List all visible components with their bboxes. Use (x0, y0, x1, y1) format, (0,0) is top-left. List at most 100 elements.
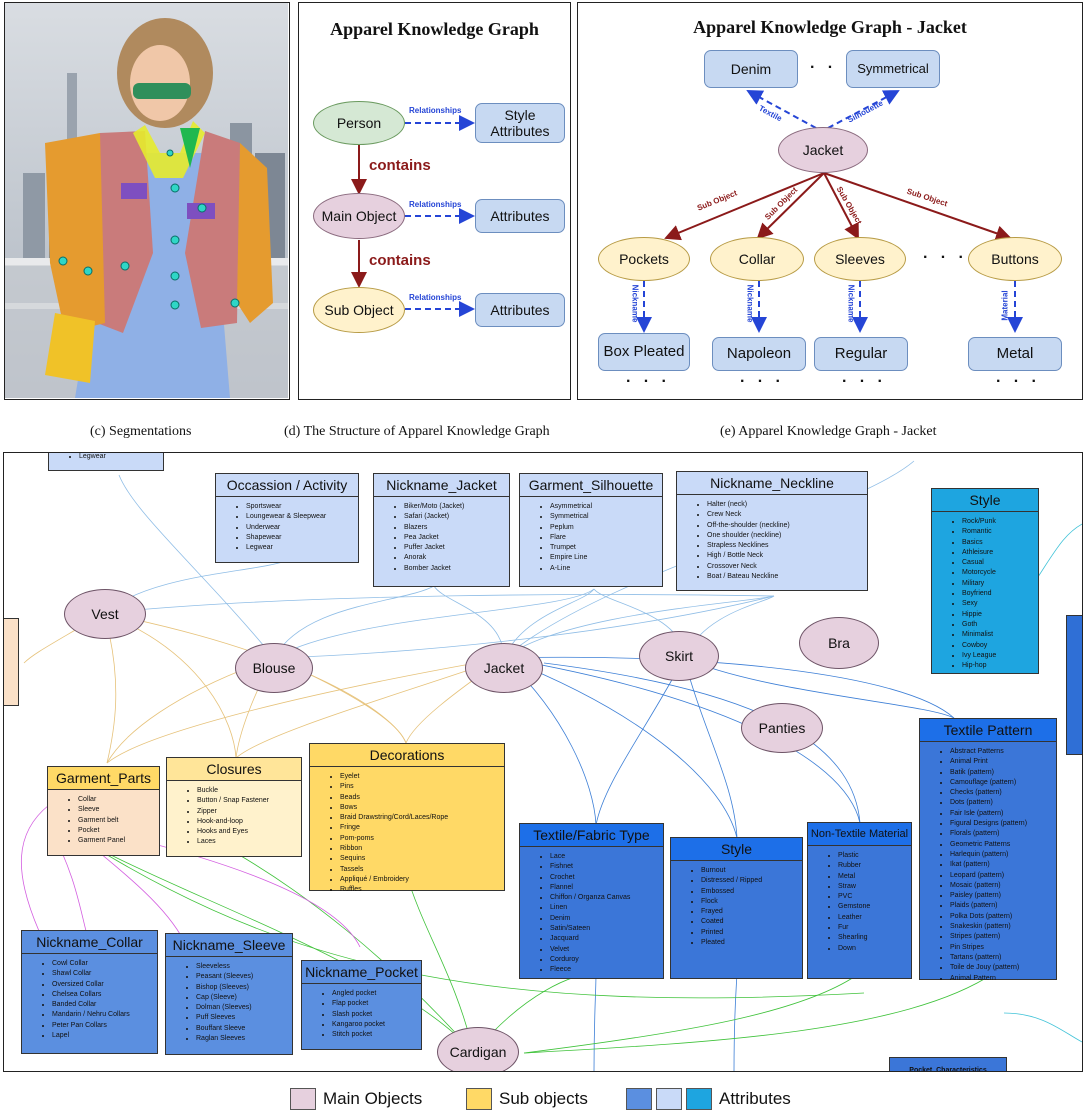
list-item: Linen (550, 903, 663, 913)
list-item: Trumpet (550, 543, 662, 553)
list-item: Garment belt (78, 816, 159, 826)
list-item: Ivy League (962, 651, 1038, 661)
list-item: Crochet (550, 873, 663, 883)
list-item: Banded Collar (52, 1000, 157, 1010)
list-item: Collar (78, 795, 159, 805)
list-item: Garment Panel (78, 836, 159, 846)
list-item: Peasant (Sleeves) (196, 972, 292, 982)
card-decorations-title: Decorations (310, 744, 504, 767)
card-nickname-sleeve: Nickname_Sleeve SleevelessPeasant (Sleev… (165, 933, 293, 1055)
list-item: Cowl Collar (52, 959, 157, 969)
list-item: Hippie (962, 610, 1038, 620)
list-item: Fishnet (550, 862, 663, 872)
main-object-panties: Panties (741, 703, 823, 753)
list-item: Pins (340, 782, 504, 792)
list-item: Frayed (701, 907, 802, 917)
list-item: Off-the-shoulder (neckline) (707, 521, 867, 531)
card-textile-pattern-list: Abstract PatternsAnimal PrintBatik (patt… (920, 747, 1056, 984)
list-item: Shearling (838, 933, 911, 943)
main-object-blouse: Blouse (235, 643, 313, 693)
node-jacket: Jacket (778, 127, 868, 173)
list-item: Casual (962, 558, 1038, 568)
card-textile-pattern-title: Textile Pattern (920, 719, 1056, 742)
structure-panel: Apparel Knowledge Graph Person Main Obje… (298, 2, 571, 400)
card-closures-title: Closures (167, 758, 301, 781)
card-nickname-neckline-title: Nickname_Neckline (677, 472, 867, 495)
card-closures-list: BuckleButton / Snap FastenerZipperHook-a… (167, 786, 301, 848)
list-item: Printed (701, 928, 802, 938)
legend-label-attr: Attributes (719, 1089, 791, 1108)
list-item: Eyelet (340, 772, 504, 782)
jacket-edges (636, 90, 1023, 333)
card-nickname-collar-list: Cowl CollarShawl CollarOversized CollarC… (22, 959, 157, 1041)
card-textile-fabric-type-list: LaceFishnetCrochetFlannelChiffon / Organ… (520, 852, 663, 976)
list-item: Underwear (246, 523, 358, 533)
list-item: Florals (pattern) (950, 829, 1056, 839)
ellipsis-b3: · · · (842, 373, 887, 390)
list-item: Camouflage (pattern) (950, 778, 1056, 788)
card-style-top-title: Style (932, 489, 1038, 512)
card-partial-right (1066, 615, 1082, 755)
list-item: Dolman (Sleeves) (196, 1003, 292, 1013)
card-partial-bottom-title: Pocket_Characteristics (909, 1067, 987, 1072)
card-occasion-list: SportswearLoungewear & SleepwearUnderwea… (216, 502, 358, 553)
jacket-title: Apparel Knowledge Graph - Jacket (693, 17, 967, 37)
main-object-vest: Vest (64, 589, 146, 639)
list-item: Rubber (838, 861, 911, 871)
card-style-mid-list: BurnoutDistressed / RippedEmbossedFlockF… (671, 866, 802, 948)
node-main-object: Main Object (313, 193, 405, 239)
segmentation-caption: (c) Segmentations (90, 424, 192, 439)
list-item: Hook-and-loop (197, 817, 301, 827)
list-item: Leather (838, 913, 911, 923)
card-textile-fabric-type-title: Textile/Fabric Type (520, 824, 663, 847)
list-item: Sequins (340, 854, 504, 864)
list-item: Oversized Collar (52, 980, 157, 990)
ellipsis-b1: · · · (626, 373, 671, 390)
label-relationships-1: Relationships (409, 106, 462, 115)
list-item: Harlequin (pattern) (950, 850, 1056, 860)
node-collar: Collar (710, 237, 804, 281)
list-item: Corduroy (550, 955, 663, 965)
card-garment-parts-list: CollarSleeveGarment beltPocketGarment Pa… (48, 795, 159, 846)
main-object-bra: Bra (799, 617, 879, 669)
list-item: Biker/Moto (Jacket) (404, 502, 509, 512)
list-item: Metal (838, 872, 911, 882)
list-item: Tassels (340, 865, 504, 875)
card-non-textile-list: PlasticRubberMetalStrawPVCGemstoneLeathe… (808, 851, 911, 954)
list-item: Puff Sleeves (196, 1013, 292, 1023)
list-item: Geometric Patterns (950, 840, 1056, 850)
list-item: Boyfriend (962, 589, 1038, 599)
list-item: Pom-poms (340, 834, 504, 844)
jacket-panel: Apparel Knowledge Graph - Jacket Denim ·… (577, 2, 1083, 400)
list-item: Toile de Jouy (pattern) (950, 963, 1056, 973)
list-item: Flannel (550, 883, 663, 893)
list-item: Gemstone (838, 902, 911, 912)
main-object-skirt: Skirt (639, 631, 719, 681)
card-style-mid: Style BurnoutDistressed / RippedEmbossed… (670, 837, 803, 979)
list-item: Halter (neck) (707, 500, 867, 510)
card-occasion-title: Occassion / Activity (216, 474, 358, 497)
jacket-caption: (e) Apparel Knowledge Graph - Jacket (720, 424, 937, 439)
list-item: Chiffon / Organza Canvas (550, 893, 663, 903)
legend-swatch-main (290, 1088, 316, 1110)
card-nickname-jacket-title: Nickname_Jacket (374, 474, 509, 497)
legend-swatch-attr-light (656, 1088, 682, 1110)
list-item: Boat / Bateau Neckline (707, 572, 867, 582)
legend-swatch-attr-dark (626, 1088, 652, 1110)
list-item: Dots (pattern) (950, 798, 1056, 808)
card-nickname-jacket: Nickname_Jacket Biker/Moto (Jacket)Safar… (373, 473, 510, 587)
card-non-textile-title: Non-Textile Material (808, 823, 911, 846)
list-item: Flock (701, 897, 802, 907)
list-item: Angled pocket (332, 989, 421, 999)
list-item: Peter Pan Collars (52, 1021, 157, 1031)
list-item: Romantic (962, 527, 1038, 537)
list-item: Laces (197, 837, 301, 847)
ellipsis-mid: · · · (923, 249, 968, 266)
list-item: Mandarin / Nehru Collars (52, 1010, 157, 1020)
list-item: Distressed / Ripped (701, 876, 802, 886)
list-item: Snakeskin (pattern) (950, 922, 1056, 932)
card-decorations: Decorations EyeletPinsBeadsBowsBraid Dra… (309, 743, 505, 893)
card-nickname-neckline: Nickname_Neckline Halter (neck)Crew Neck… (676, 471, 868, 591)
segmented-person-image (5, 3, 288, 398)
structure-title: Apparel Knowledge Graph (330, 19, 539, 39)
